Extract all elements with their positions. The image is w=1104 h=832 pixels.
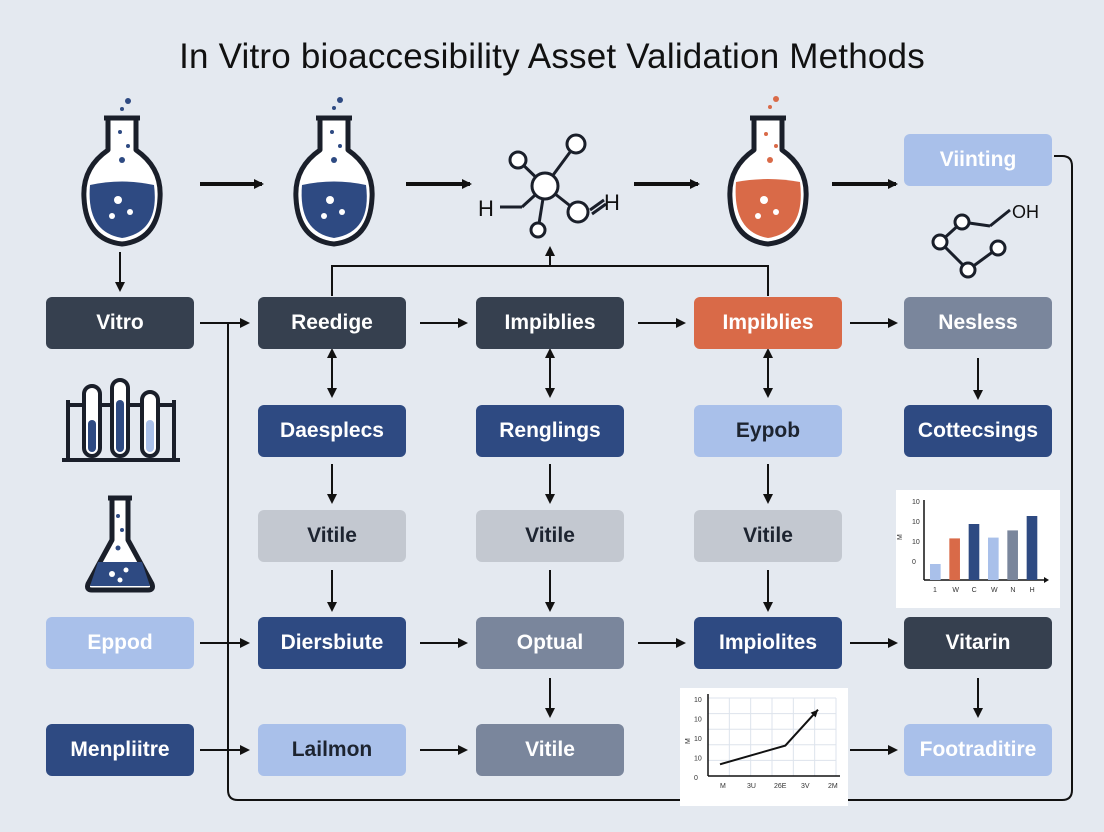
bar-chart-xtick: C [972,587,977,594]
node-renglings[interactable]: Renglings [476,405,624,457]
node-nesless[interactable]: Nesless [904,297,1052,349]
bar-chart-xtick: W [952,587,959,594]
node-cottecsings[interactable]: Cottecsings [904,405,1052,457]
molecule-icon [500,133,607,239]
node-vitile-1[interactable]: Vitile [258,510,406,562]
line-chart-arrowhead [810,709,818,718]
bar-chart-x-arrow [1044,577,1049,583]
line-chart-xtick: 2M [828,783,838,790]
bar-chart-ytick: 0 [912,559,916,566]
node-vitile-3[interactable]: Vitile [694,510,842,562]
bar-chart-ytick: 10 [912,519,920,526]
bar-chart-bar [949,538,960,580]
bar-chart-xtick: N [1010,587,1015,594]
bar-chart-xtick: W [991,587,998,594]
line-chart-xtick: M [720,783,726,790]
round-flask-blue-icon [81,98,163,247]
diagram-title: In Vitro bioaccesibility Asset Validatio… [179,37,925,76]
node-eypob[interactable]: Eypob [694,405,842,457]
node-lailmon[interactable]: Lailmon [258,724,406,776]
line-chart-xtick: 26E [774,783,787,790]
mini-bar-chart-plot: 1 W C W N H 10 10 10 0 M [897,499,1049,594]
node-eppod[interactable]: Eppod [46,617,194,669]
bar-chart-xtick: H [1030,587,1035,594]
bar-chart-xtick: 1 [933,587,937,594]
bar-chart-ytick: 10 [912,539,920,546]
erlenmeyer-flask-icon [85,495,155,593]
molecule-oh-icon [931,208,1011,279]
line-chart-ytick: 10 [694,756,702,763]
node-vitile-4[interactable]: Vitile [476,724,624,776]
line-chart-ytick: 10 [694,717,702,724]
node-menpliitre[interactable]: Menpliitre [46,724,194,776]
node-impiblies-2[interactable]: Impiblies [694,297,842,349]
node-daesplecs[interactable]: Daesplecs [258,405,406,457]
node-footraditire[interactable]: Footraditire [904,724,1052,776]
node-viinting[interactable]: Viinting [904,134,1052,186]
node-impiblies-1[interactable]: Impiblies [476,297,624,349]
bar-chart-ylabel: M [897,534,904,540]
bar-chart-bar [1026,516,1038,580]
node-vitro[interactable]: Vitro [46,297,194,349]
line-chart-ytick: 0 [694,775,698,782]
round-flask-blue-icon-2 [293,97,375,247]
round-flask-orange-icon [727,96,809,247]
molecule-oh-label: OH [1012,202,1039,222]
node-reedige[interactable]: Reedige [258,297,406,349]
test-tube-rack-icon [62,378,180,462]
molecule-h-right: H [604,190,620,215]
molecule-h-left: H [478,196,494,221]
line-chart-ytick: 10 [694,736,702,743]
line-chart-series [719,709,819,766]
line-chart-xtick: 3V [801,783,810,790]
bar-chart-ytick: 10 [912,499,920,506]
bracket-line [331,265,769,296]
line-chart-xtick: 3U [747,783,756,790]
node-vitarin[interactable]: Vitarin [904,617,1052,669]
node-impiolites[interactable]: Impiolites [694,617,842,669]
mini-line-chart-bg [680,688,848,806]
bar-chart-bar [988,537,999,580]
bar-chart-bar [1007,530,1018,580]
line-chart-ytick: 10 [694,697,702,704]
bar-chart-bar [930,564,941,580]
line-chart-ylabel: M [685,738,692,744]
node-diersbiute[interactable]: Diersbiute [258,617,406,669]
bar-chart-bar [968,524,980,580]
node-optual[interactable]: Optual [476,617,624,669]
node-vitile-2[interactable]: Vitile [476,510,624,562]
loop-line [227,155,1073,801]
